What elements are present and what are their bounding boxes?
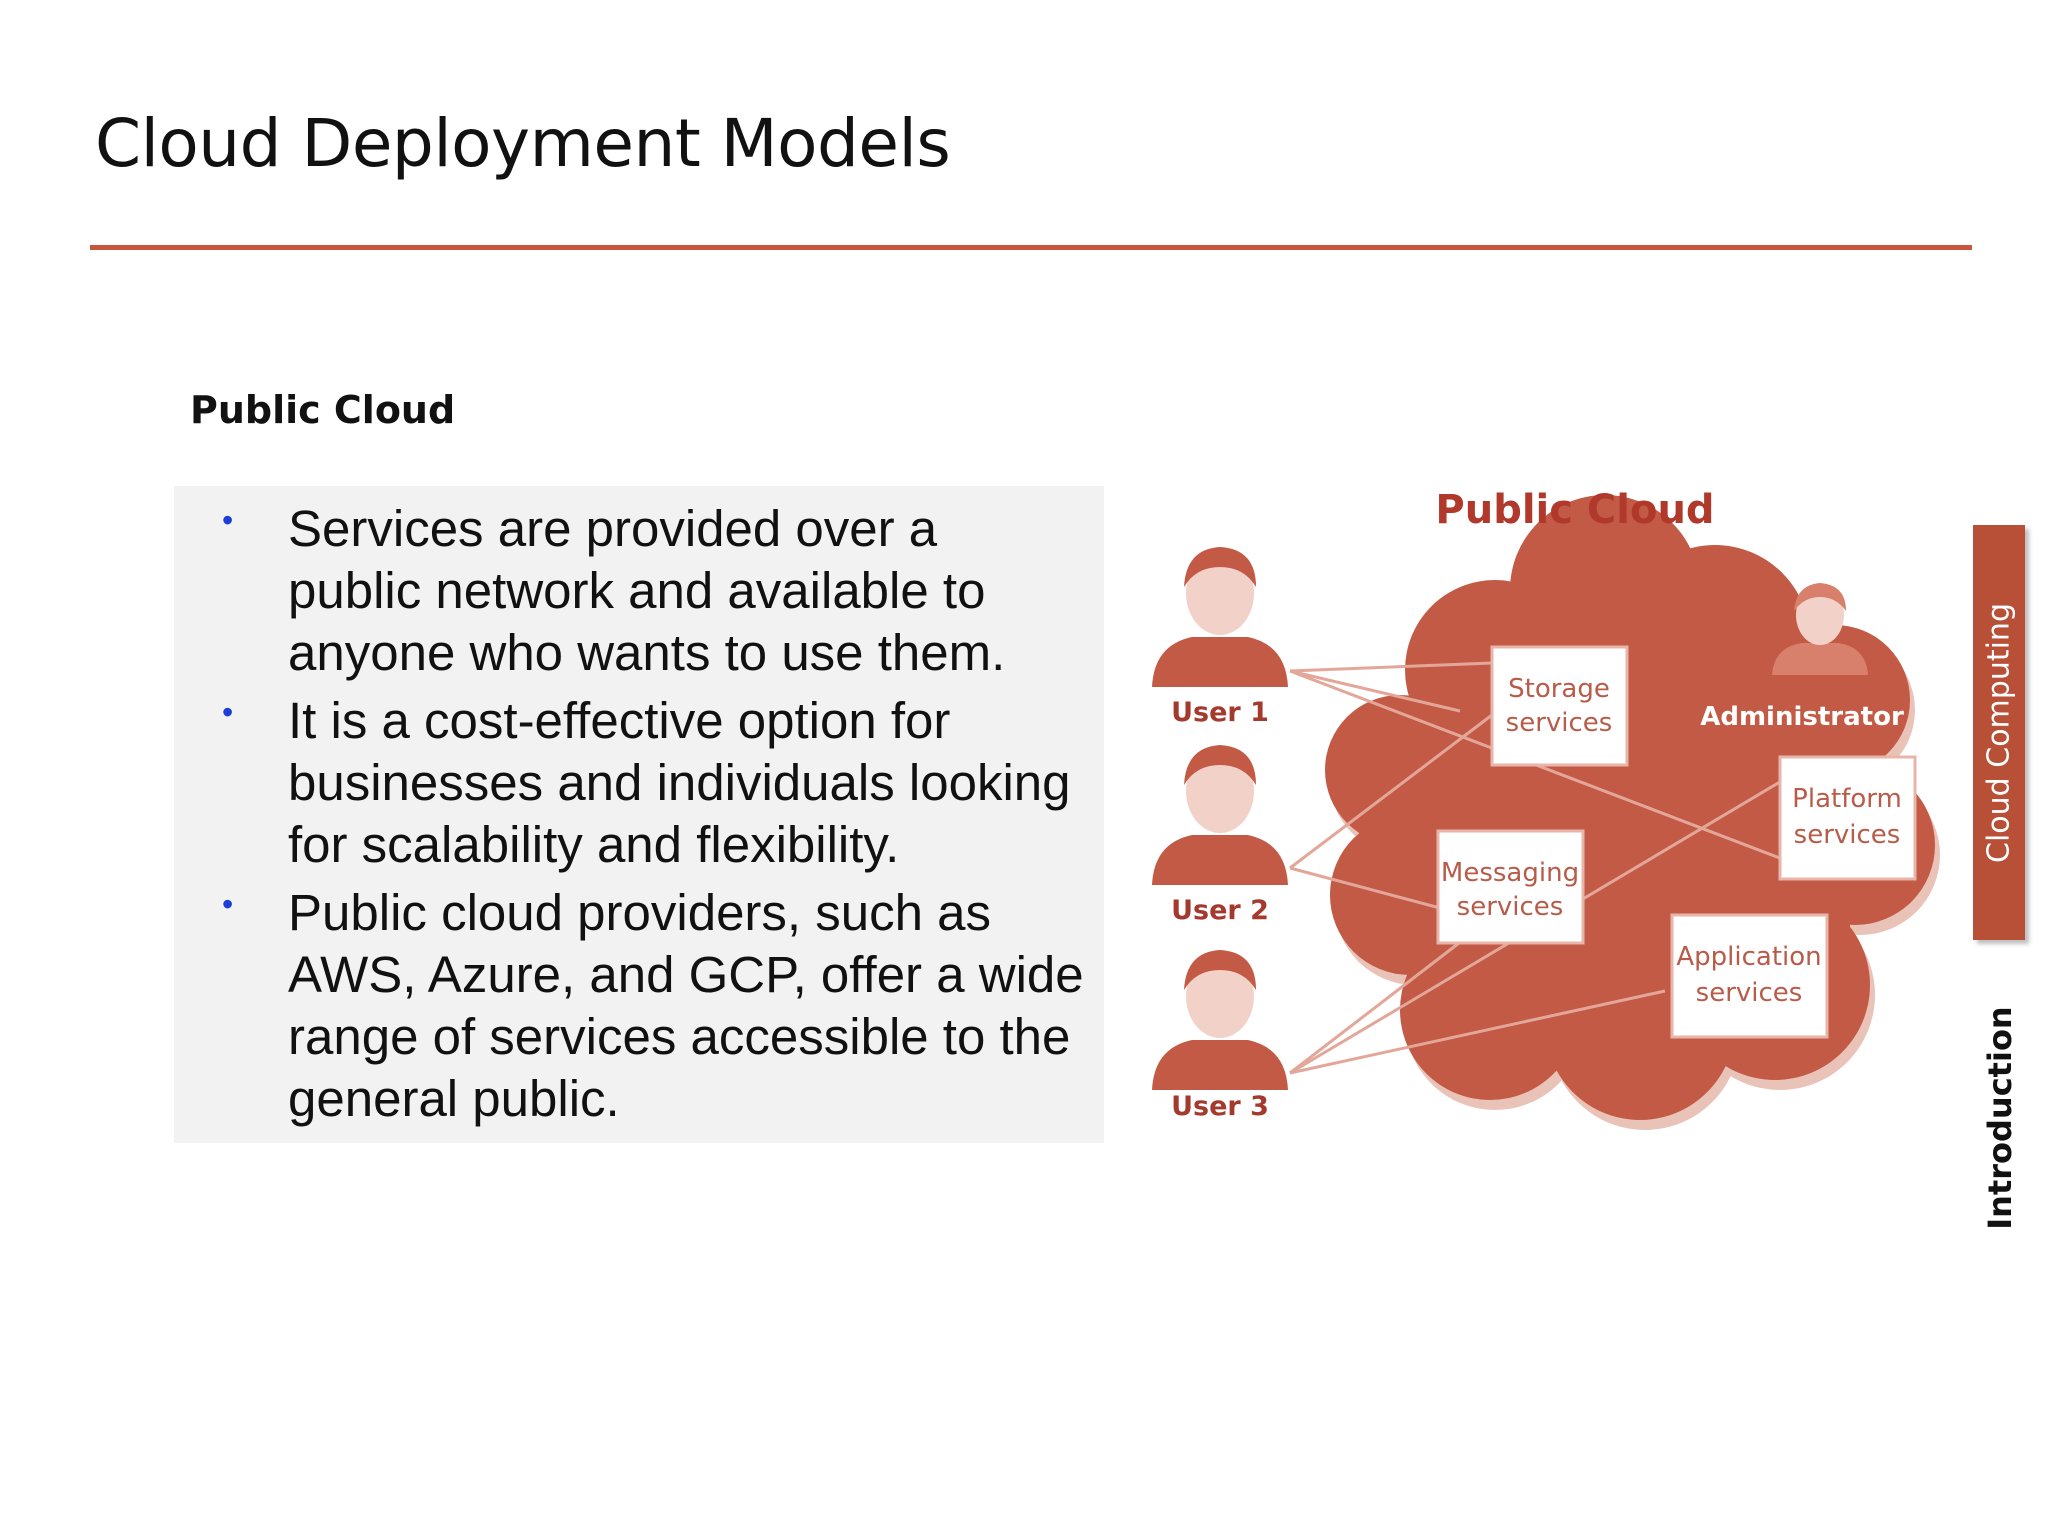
- administrator-label: Administrator: [1700, 702, 1904, 732]
- bullet-icon: •: [222, 886, 234, 922]
- storage-services-sublabel: services: [1506, 708, 1613, 738]
- user-1-label: User 1: [1171, 697, 1269, 728]
- diagram-title: Public Cloud: [1435, 487, 1714, 533]
- bullet-text: It is a cost-effective option for busine…: [288, 692, 1071, 873]
- user-3-icon: [1152, 950, 1288, 1090]
- messaging-services-label: Messaging: [1441, 858, 1579, 888]
- storage-services-box: [1490, 645, 1629, 767]
- application-services-sublabel: services: [1696, 978, 1803, 1008]
- bullet-panel: • Services are provided over a public ne…: [174, 486, 1104, 1143]
- bullet-text: Public cloud providers, such as AWS, Azu…: [288, 884, 1084, 1127]
- bullet-icon: •: [222, 502, 234, 538]
- slide-title: Cloud Deployment Models: [95, 105, 951, 182]
- platform-services-box: [1778, 755, 1917, 881]
- platform-services-sublabel: services: [1794, 820, 1901, 850]
- side-tab-label: Cloud Computing: [1981, 603, 2017, 863]
- user-2-icon: [1152, 745, 1288, 885]
- bullet-item: • It is a cost-effective option for busi…: [174, 690, 1104, 876]
- bullet-item: • Public cloud providers, such as AWS, A…: [174, 882, 1104, 1130]
- user-2-label: User 2: [1171, 895, 1269, 926]
- side-tab[interactable]: Cloud Computing: [1973, 525, 2025, 940]
- administrator-icon: [1772, 583, 1868, 675]
- user-1-icon: [1152, 547, 1288, 687]
- bullet-icon: •: [222, 694, 234, 730]
- user-3-label: User 3: [1171, 1091, 1269, 1122]
- storage-services-label: Storage: [1508, 674, 1610, 704]
- bullet-item: • Services are provided over a public ne…: [174, 498, 1104, 684]
- bullet-list: • Services are provided over a public ne…: [174, 486, 1104, 1130]
- side-section-label: Introduction: [1981, 1006, 2019, 1230]
- public-cloud-diagram: Public Cloud User 1 User 2 User 3 Admini…: [1150, 475, 1940, 1155]
- title-divider: [90, 245, 1972, 250]
- public-cloud-diagram-svg: Public Cloud User 1 User 2 User 3 Admini…: [1152, 487, 1940, 1130]
- section-heading: Public Cloud: [190, 388, 456, 432]
- messaging-services-sublabel: services: [1457, 892, 1564, 922]
- application-services-box: [1670, 913, 1829, 1039]
- messaging-services-box: [1436, 829, 1585, 945]
- bullet-text: Services are provided over a public netw…: [288, 500, 1006, 681]
- application-services-label: Application: [1676, 942, 1821, 972]
- platform-services-label: Platform: [1792, 784, 1902, 814]
